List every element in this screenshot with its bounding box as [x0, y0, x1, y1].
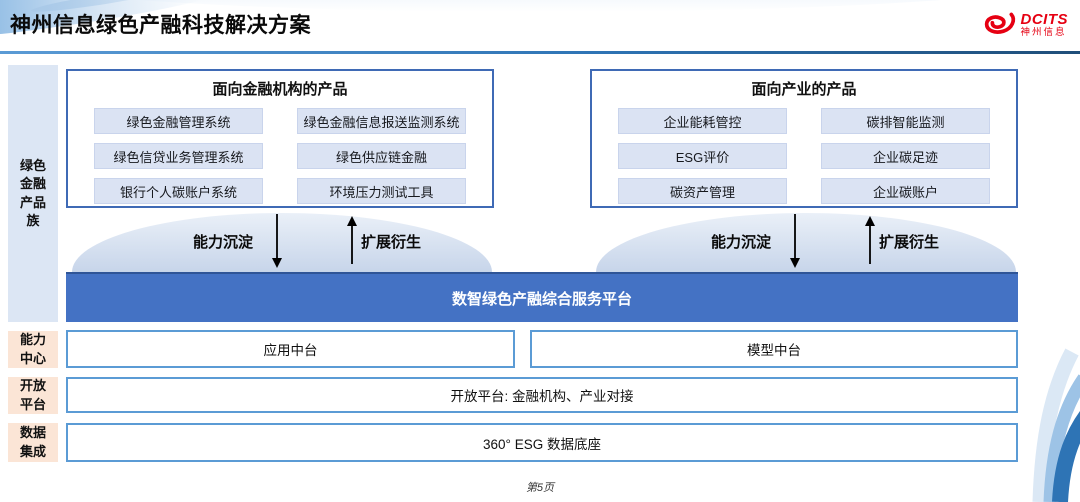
open-platform-box: 开放平台: 金融机构、产业对接	[66, 377, 1018, 413]
product-item: 企业碳账户	[821, 178, 990, 204]
rail-product-family: 绿色金融产品族	[8, 65, 58, 322]
product-item: ESG评价	[618, 143, 787, 169]
model-middle-platform-box: 模型中台	[530, 330, 1018, 368]
esg-data-base-box: 360° ESG 数据底座	[66, 423, 1018, 462]
page-number: 第5页	[525, 482, 555, 494]
dome-graphic	[596, 213, 1016, 272]
flow-up-label: 扩展衍生	[361, 234, 422, 251]
app-middle-platform-box: 应用中台	[66, 330, 515, 368]
product-group-industry: 面向产业的产品 企业能耗管控 碳排智能监测 ESG评价 企业碳足迹 碳资产管理 …	[590, 69, 1018, 208]
rail-open-platform-label: 开放平台	[19, 378, 46, 412]
flow-down-label: 能力沉淀	[193, 234, 254, 251]
rail-product-family-label: 绿色金融产品族	[19, 158, 46, 228]
up-arrow-icon	[865, 216, 875, 264]
product-grid: 绿色金融管理系统 绿色金融信息报送监测系统 绿色信贷业务管理系统 绿色供应链金融…	[68, 99, 492, 204]
title-divider	[0, 51, 1080, 54]
corner-swoosh-graphic	[1032, 348, 1080, 502]
product-grid: 企业能耗管控 碳排智能监测 ESG评价 企业碳足迹 碳资产管理 企业碳账户	[592, 99, 1016, 204]
product-item: 绿色金融信息报送监测系统	[297, 108, 466, 134]
page-title: 神州信息绿色产融科技解决方案	[10, 14, 311, 37]
platform-banner: 数智绿色产融综合服务平台	[66, 272, 1018, 322]
product-group-financial: 面向金融机构的产品 绿色金融管理系统 绿色金融信息报送监测系统 绿色信贷业务管理…	[66, 69, 494, 208]
product-item: 碳资产管理	[618, 178, 787, 204]
product-item: 环境压力测试工具	[297, 178, 466, 204]
dcits-swirl-icon	[984, 12, 1015, 34]
logo-brand-cn-text: 神州信息	[1020, 26, 1067, 38]
down-arrow-icon	[790, 214, 800, 268]
rail-data-integration-label: 数据集成	[19, 425, 46, 459]
rail-capability-center-label: 能力中心	[19, 332, 46, 366]
product-item: 银行个人碳账户系统	[94, 178, 263, 204]
dcits-logo: DCITS 神州信息	[981, 10, 1069, 40]
down-arrow-icon	[272, 214, 282, 268]
product-item: 绿色金融管理系统	[94, 108, 263, 134]
rail-capability-center: 能力中心	[8, 331, 58, 368]
product-item: 绿色供应链金融	[297, 143, 466, 169]
rail-open-platform: 开放平台	[8, 377, 58, 414]
product-group-title: 面向金融机构的产品	[212, 81, 348, 98]
flow-down-label: 能力沉淀	[711, 234, 772, 251]
logo-brand-text: DCITS	[1020, 11, 1068, 29]
product-item: 企业能耗管控	[618, 108, 787, 134]
flow-up-label: 扩展衍生	[879, 234, 940, 251]
product-item: 绿色信贷业务管理系统	[94, 143, 263, 169]
product-item: 企业碳足迹	[821, 143, 990, 169]
product-item: 碳排智能监测	[821, 108, 990, 134]
product-group-title: 面向产业的产品	[751, 81, 857, 98]
rail-data-integration: 数据集成	[8, 423, 58, 462]
up-arrow-icon	[347, 216, 357, 264]
